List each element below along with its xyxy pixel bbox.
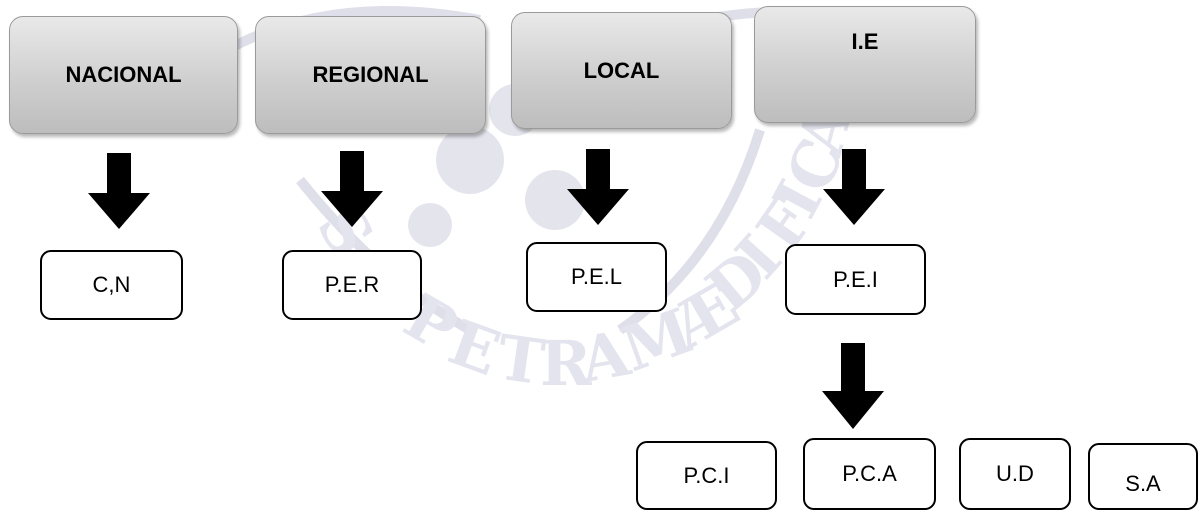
doc-per-label: P.E.R	[324, 272, 380, 297]
svg-text:R: R	[540, 327, 592, 400]
level-ie-label: I.E	[851, 29, 879, 54]
level-nacional: NACIONAL	[9, 16, 238, 134]
doc-pel: P.E.L	[526, 242, 667, 312]
subdoc-pci-label: P.C.I	[683, 462, 730, 488]
subdoc-pci: P.C.I	[636, 441, 777, 510]
arrow-down-icon	[84, 153, 154, 233]
subdoc-pca-label: P.C.A	[842, 461, 897, 486]
doc-pei-label: P.E.I	[833, 266, 878, 292]
doc-per: P.E.R	[282, 250, 422, 320]
doc-pel-label: P.E.L	[571, 264, 622, 289]
level-ie: I.E	[754, 6, 976, 123]
level-nacional-label: NACIONAL	[65, 62, 182, 87]
subdoc-sa: S.A	[1088, 443, 1198, 510]
arrow-down-icon	[317, 151, 387, 231]
level-local-label: LOCAL	[583, 57, 660, 83]
arrow-down-icon	[818, 343, 888, 433]
doc-pei: P.E.I	[785, 244, 926, 315]
subdoc-ud: U.D	[959, 438, 1071, 510]
level-regional: REGIONAL	[255, 16, 486, 134]
level-regional-label: REGIONAL	[312, 62, 429, 87]
subdoc-pca: P.C.A	[803, 438, 936, 510]
subdoc-sa-label: S.A	[1125, 470, 1161, 496]
arrow-down-icon	[563, 149, 633, 229]
arrow-down-icon	[819, 149, 889, 229]
svg-text:T: T	[493, 321, 549, 400]
subdoc-ud-label: U.D	[996, 461, 1034, 486]
doc-cn-label: C,N	[92, 272, 131, 297]
doc-cn: C,N	[40, 250, 183, 320]
level-local: LOCAL	[511, 12, 732, 129]
